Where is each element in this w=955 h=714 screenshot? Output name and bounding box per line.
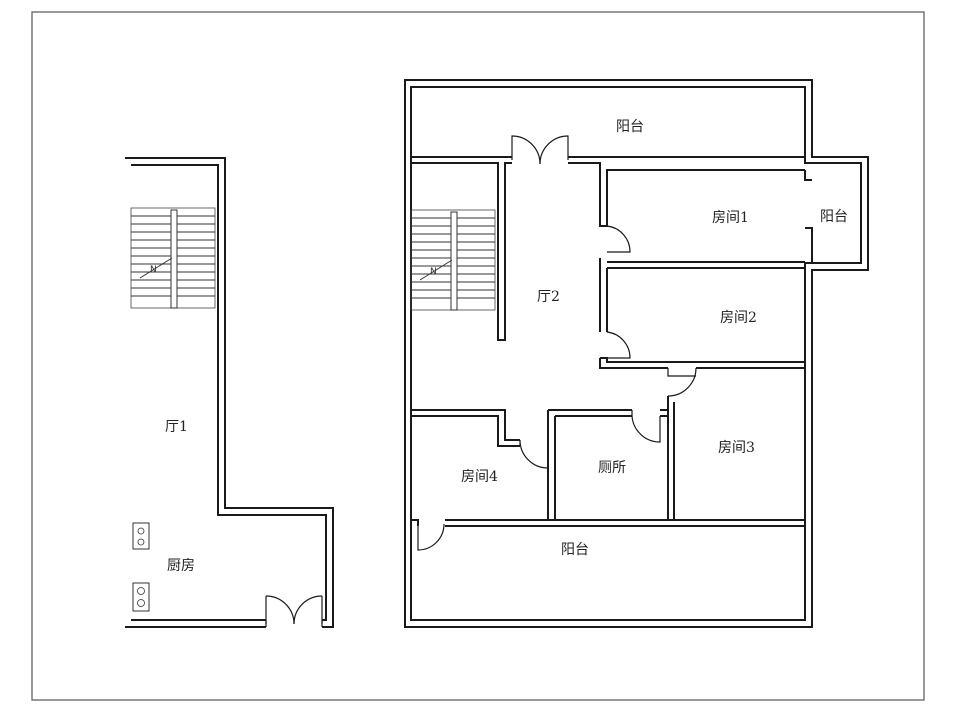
left-unit-outer-wall xyxy=(125,157,334,628)
room-label-balcony-top: 阳台 xyxy=(616,119,644,135)
room3-door xyxy=(667,367,697,397)
left-stairs: N xyxy=(130,207,216,309)
room-label-room3: 房间3 xyxy=(718,440,755,456)
room1-room2-wall xyxy=(599,258,805,332)
room4-door xyxy=(519,439,549,469)
room4-balcony-door xyxy=(417,523,445,551)
room-label-hall1: 厅1 xyxy=(165,419,188,435)
right-unit-outer-wall xyxy=(404,79,869,628)
room4-top-wall xyxy=(411,409,520,447)
room-label-kitchen: 厨房 xyxy=(167,558,195,574)
bottom-balcony-wall xyxy=(411,519,805,527)
room-label-hall2: 厅2 xyxy=(537,289,560,305)
kitchen-stove xyxy=(132,582,150,612)
room2-bottom-wall xyxy=(599,357,805,369)
right-unit: N 阳台 厅2 房间1 阳台 房间2 房间3 厕所 房间4 阳台 xyxy=(404,79,869,628)
left-entry-door xyxy=(265,595,323,627)
room-label-toilet: 厕所 xyxy=(598,460,626,476)
room-label-balcony-bottom: 阳台 xyxy=(561,542,589,558)
right-unit-inner-wall xyxy=(410,86,862,621)
toilet-door xyxy=(631,410,661,443)
kitchen-sink xyxy=(132,522,150,550)
room1-balcony-separator xyxy=(804,170,813,263)
top-balcony-wall xyxy=(411,156,805,341)
right-stairs: N xyxy=(410,209,496,311)
room-label-room4: 房间4 xyxy=(461,469,498,485)
left-unit-inner-wall xyxy=(131,164,327,621)
left-stairs-direction: N xyxy=(150,265,157,275)
left-unit: N 厅1 厨房 xyxy=(125,157,334,628)
room-label-balcony-right: 阳台 xyxy=(820,209,848,225)
room1-door xyxy=(606,225,631,253)
toilet-wall xyxy=(547,409,668,520)
right-stairs-direction: N xyxy=(430,267,437,277)
room3-left-wall xyxy=(667,396,675,520)
room-label-room1: 房间1 xyxy=(712,210,749,226)
page-frame xyxy=(31,11,925,701)
room2-door xyxy=(606,331,631,359)
hall2-top-door xyxy=(511,135,569,165)
room-label-room2: 房间2 xyxy=(720,310,757,326)
